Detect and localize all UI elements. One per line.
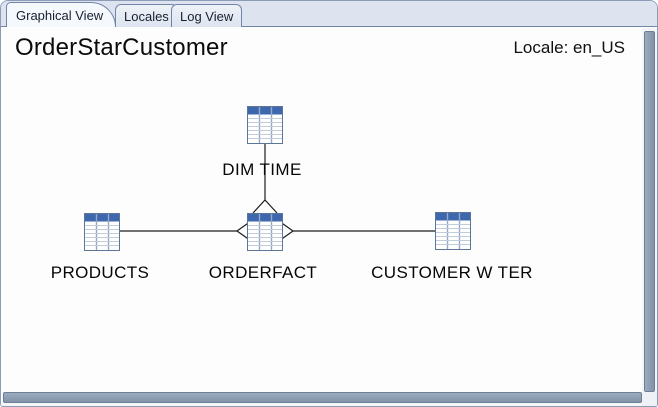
table-label-products: PRODUCTS — [50, 263, 150, 282]
graphical-view-panel: OrderStarCustomer Locale: en_US — [2, 27, 642, 391]
table-node-dim-time[interactable] — [247, 106, 283, 144]
join-lines — [120, 144, 435, 240]
tab-log-view-label: Log View — [180, 8, 234, 24]
table-grid-icon — [84, 213, 120, 251]
star-schema-diagram: DIM TIME PRODUCTS ORDERFACT CUSTOMER W T… — [2, 27, 642, 391]
tab-graphical-view-label: Graphical View — [16, 7, 104, 23]
horizontal-scrollbar-thumb[interactable] — [3, 392, 642, 403]
table-node-orderfact[interactable] — [247, 213, 283, 251]
tab-locales-label: Locales — [124, 8, 169, 24]
table-label-dim-time: DIM TIME — [222, 160, 302, 179]
table-grid-icon — [435, 212, 471, 250]
table-label-customer: CUSTOMER W TER — [371, 263, 533, 282]
table-node-products[interactable] — [84, 213, 120, 251]
table-grid-icon — [247, 213, 283, 251]
table-node-customer[interactable] — [435, 212, 471, 250]
locale-label: Locale: en_US — [513, 38, 625, 57]
table-label-orderfact: ORDERFACT — [208, 263, 318, 282]
tab-graphical-view[interactable]: Graphical View — [6, 2, 116, 27]
tab-locales[interactable]: Locales — [115, 4, 178, 27]
scrollbar-corner — [642, 392, 657, 406]
page-title: OrderStarCustomer — [15, 34, 228, 61]
table-grid-icon — [247, 106, 283, 144]
tab-bar: Graphical View Locales Log View — [1, 1, 657, 27]
tab-log-view[interactable]: Log View — [171, 4, 243, 27]
vertical-scrollbar-thumb[interactable] — [644, 31, 655, 392]
